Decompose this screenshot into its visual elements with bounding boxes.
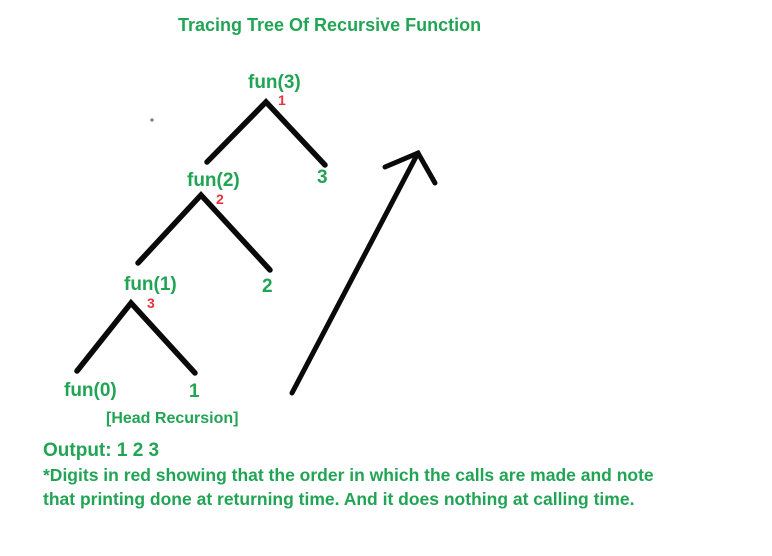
explanation-line-2: that printing done at returning time. An… [43, 489, 635, 509]
edge-fun3-children [204, 98, 328, 168]
node-fun0: fun(0) [64, 380, 117, 401]
head-recursion-caption: [Head Recursion] [106, 410, 239, 427]
return-arrow-head-icon [382, 149, 438, 186]
page-title: Tracing Tree Of Recursive Function [178, 15, 482, 35]
node-fun3: fun(3) [248, 72, 301, 93]
call-order-fun1: 3 [147, 295, 155, 311]
return-arrow-shaft [289, 150, 421, 396]
edge-fun2-children [135, 190, 273, 273]
stray-dot [150, 118, 154, 122]
leaf-value-2: 2 [262, 276, 273, 297]
node-fun1: fun(1) [124, 274, 177, 295]
edge-fun1-children [74, 298, 198, 376]
node-fun2: fun(2) [187, 170, 240, 191]
call-order-fun3: 1 [278, 92, 286, 108]
call-order-fun2: 2 [216, 191, 224, 207]
leaf-value-1: 1 [189, 381, 200, 402]
leaf-value-3: 3 [317, 167, 328, 188]
explanation-line-1: *Digits in red showing that the order in… [43, 465, 654, 485]
output-line: Output: 1 2 3 [43, 440, 160, 461]
